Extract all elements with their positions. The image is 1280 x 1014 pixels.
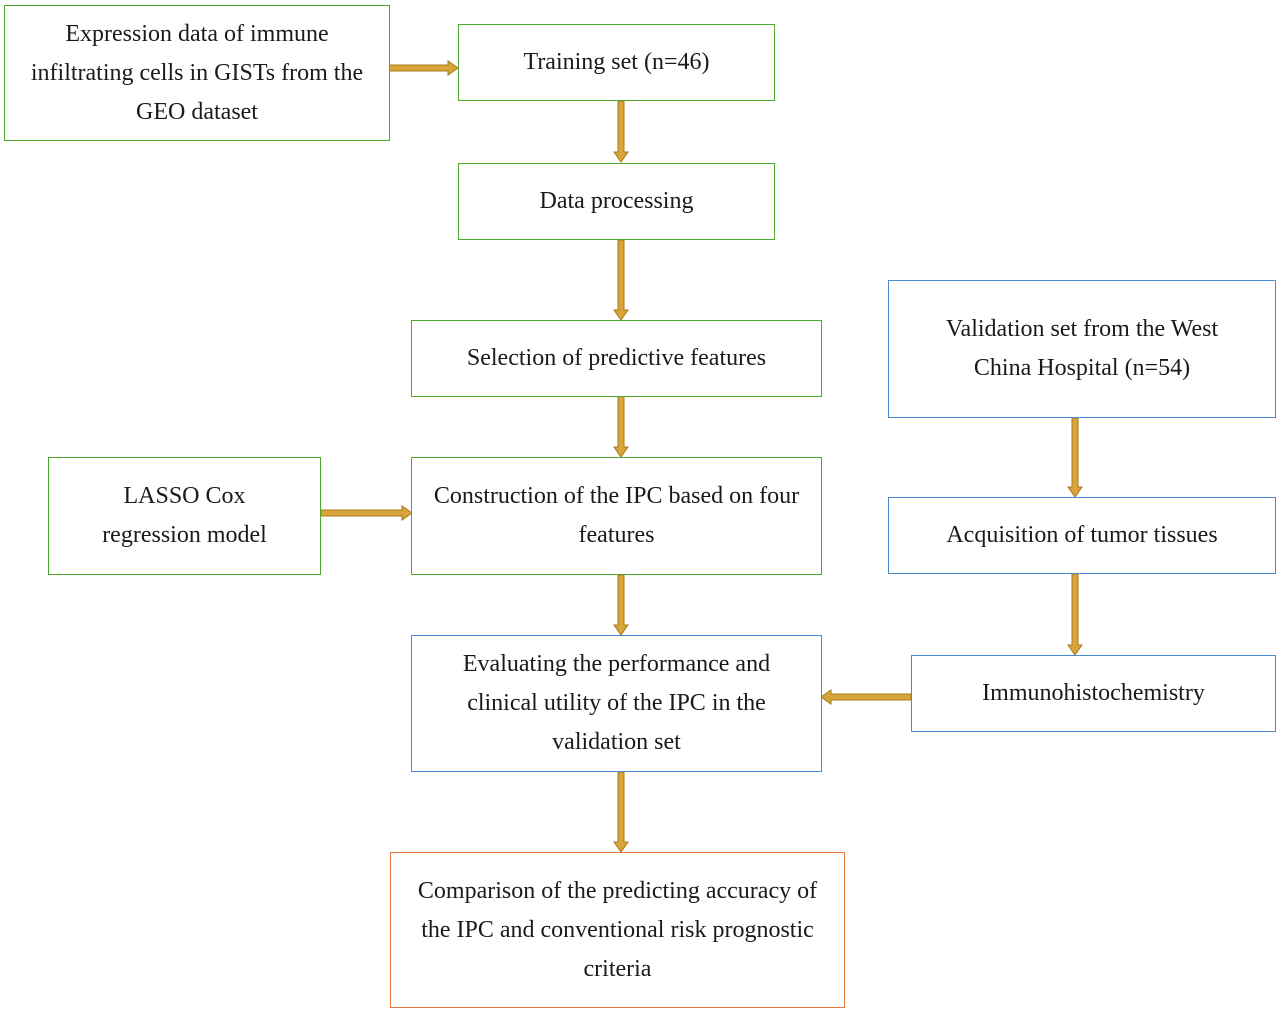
box-lasso: LASSO Cox regression model	[48, 457, 321, 575]
box-ihc: Immunohistochemistry	[911, 655, 1276, 732]
arrow-acquisition-to-ihc	[1067, 573, 1083, 656]
box-acquisition: Acquisition of tumor tissues	[888, 497, 1276, 574]
box-geo-data-text: Expression data of immune infiltrating c…	[30, 20, 364, 125]
box-construction-text: Construction of the IPC based on four fe…	[433, 483, 800, 548]
box-comparison: Comparison of the predicting accuracy of…	[390, 852, 845, 1008]
box-data-processing-text: Data processing	[539, 188, 694, 214]
box-acquisition-text: Acquisition of tumor tissues	[946, 522, 1218, 548]
box-training-set-text: Training set (n=46)	[523, 49, 710, 75]
box-comparison-text: Comparison of the predicting accuracy of…	[417, 877, 818, 982]
box-evaluating-text: Evaluating the performance and clinical …	[462, 651, 771, 755]
box-validation-set-text: Validation set from the West China Hospi…	[945, 316, 1219, 381]
arrow-construction-to-evaluating	[613, 574, 629, 636]
box-geo-data: Expression data of immune infiltrating c…	[4, 5, 390, 141]
arrow-processing-to-selection	[613, 239, 629, 321]
box-ihc-text: Immunohistochemistry	[982, 680, 1205, 706]
arrow-evaluating-to-comparison	[613, 771, 629, 853]
arrow-selection-to-construction	[613, 395, 629, 458]
arrow-ihc-to-evaluating	[820, 689, 912, 705]
box-data-processing: Data processing	[458, 163, 775, 240]
arrow-validation-to-acquisition	[1067, 417, 1083, 498]
box-selection: Selection of predictive features	[411, 320, 822, 397]
arrow-training-to-processing	[613, 100, 629, 163]
box-selection-text: Selection of predictive features	[466, 345, 767, 371]
arrow-geo-to-training	[388, 60, 459, 76]
box-training-set: Training set (n=46)	[458, 24, 775, 101]
box-lasso-text: LASSO Cox regression model	[102, 483, 267, 548]
box-validation-set: Validation set from the West China Hospi…	[888, 280, 1276, 418]
box-construction: Construction of the IPC based on four fe…	[411, 457, 822, 575]
arrow-lasso-to-construction	[320, 505, 413, 521]
box-evaluating: Evaluating the performance and clinical …	[411, 635, 822, 772]
